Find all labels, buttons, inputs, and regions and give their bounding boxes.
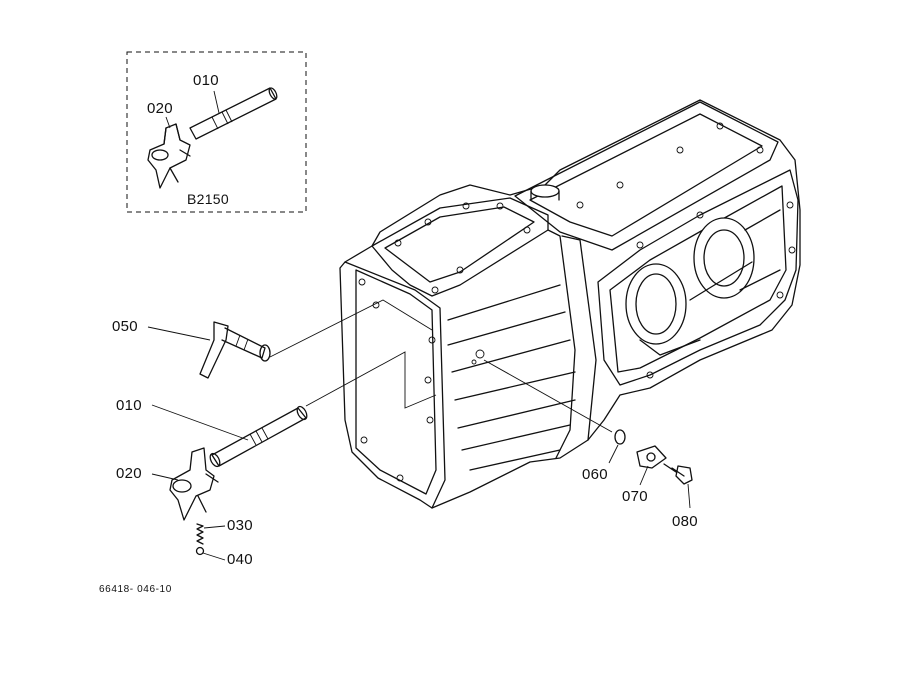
label-inset-fork: 020 [147, 100, 173, 117]
label-plate: 070 [622, 488, 648, 505]
shift-fork [169, 447, 219, 521]
inset-shift-fork [147, 123, 191, 189]
inset-shaft-leader [213, 90, 220, 114]
leader-lines [147, 326, 691, 561]
shift-rod [209, 405, 308, 468]
inset-box [126, 51, 307, 213]
plate-guide-line [483, 359, 613, 433]
detent-spring [196, 523, 204, 545]
o-ring [614, 429, 626, 445]
label-ball: 040 [227, 551, 253, 568]
label-bolt: 080 [672, 513, 698, 530]
shift-lever [199, 321, 271, 379]
label-shaft: 010 [116, 397, 142, 414]
label-lever: 050 [112, 318, 138, 335]
detent-ball [195, 546, 205, 556]
inset-fork-leader [165, 116, 171, 129]
label-oring: 060 [582, 466, 608, 483]
drawing-code: 66418- 046-10 [99, 584, 172, 595]
lever-guide-line [269, 299, 433, 358]
inset-shift-rod [189, 87, 278, 140]
transmission-case [339, 99, 801, 509]
label-spring: 030 [227, 517, 253, 534]
label-fork: 020 [116, 465, 142, 482]
cover-plate [636, 445, 667, 469]
bolt [663, 463, 693, 485]
rod-guide-line [305, 351, 437, 409]
label-model: B2150 [187, 191, 229, 207]
label-inset-shaft: 010 [193, 72, 219, 89]
